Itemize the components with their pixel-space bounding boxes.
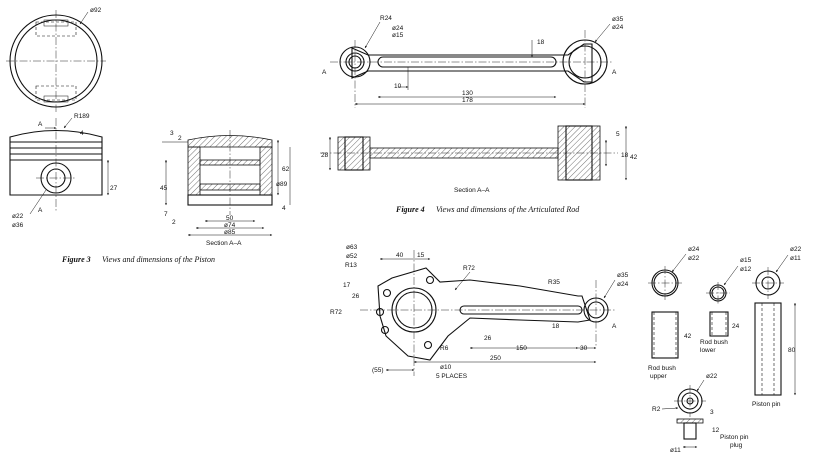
dim-178: 178 xyxy=(462,97,473,104)
dim-d92: ø92 xyxy=(90,7,102,14)
pin-d11: ø11 xyxy=(790,255,801,262)
plug-3: 3 xyxy=(710,409,714,416)
pin-80: 80 xyxy=(788,347,796,354)
bush-lower-d15: ø15 xyxy=(740,257,752,264)
bush-lower-label-2: lower xyxy=(700,347,716,354)
section-letter-a-right: A xyxy=(612,69,617,76)
dim-130: 130 xyxy=(462,90,473,97)
figure4-section-label: Section A–A xyxy=(454,187,490,194)
figure4-caption-text: Views and dimensions of the Articulated … xyxy=(436,205,580,214)
section-letter-a-left: A xyxy=(322,69,327,76)
section-letter-a-bottom: A xyxy=(38,207,43,214)
figure3-caption: Figure 3 Views and dimensions of the Pis… xyxy=(61,255,215,264)
dim-r72b: R72 xyxy=(330,309,342,316)
figure4-caption: Figure 4 Views and dimensions of the Art… xyxy=(395,205,580,214)
dim-r35: R35 xyxy=(548,279,560,286)
dim-d15: ø15 xyxy=(392,32,404,39)
dim-40: 40 xyxy=(396,252,404,259)
rod-bush-lower: ø15 ø12 24 Rod bush lower xyxy=(700,257,752,354)
dim-2b: 2 xyxy=(172,219,176,226)
bush-lower-24: 24 xyxy=(732,323,740,330)
bush-upper-label-2: upper xyxy=(650,373,667,380)
dim-r24: R24 xyxy=(380,15,392,22)
dim-4: 4 xyxy=(80,130,84,137)
rod-bush-upper: ø24 ø22 42 Rod bush upper xyxy=(648,246,700,380)
dim-3: 3 xyxy=(170,130,174,137)
dim-26: 26 xyxy=(352,293,360,300)
figure4-caption-label: Figure 4 xyxy=(395,205,425,214)
dim-45: 45 xyxy=(160,185,168,192)
dim-d89: ø89 xyxy=(276,181,288,188)
section-letter-a: A xyxy=(38,121,43,128)
dim-d63: ø63 xyxy=(346,244,358,251)
dim-50: 50 xyxy=(226,215,234,222)
dim-27: 27 xyxy=(110,185,118,192)
dim-d24c: ø24 xyxy=(617,281,629,288)
dim-d35: ø35 xyxy=(612,16,624,23)
dim-d10: ø10 xyxy=(440,364,452,371)
dim-18b: 18 xyxy=(621,152,629,159)
piston-pin: ø22 ø11 80 Piston pin xyxy=(752,246,802,408)
plug-d11: ø11 xyxy=(670,447,681,454)
bush-lower-label-1: Rod bush xyxy=(700,339,728,346)
dim-250: 250 xyxy=(490,355,501,362)
figure3-caption-label: Figure 3 xyxy=(61,255,91,264)
dim-30: 30 xyxy=(580,345,588,352)
plug-r2: R2 xyxy=(652,406,661,413)
articulated-rod-top-view: R24 ø24 ø15 ø35 ø24 18 10 130 178 A A xyxy=(322,15,624,108)
plug-label-2: plug xyxy=(730,442,743,449)
dim-r72: R72 xyxy=(463,265,475,272)
bush-upper-42: 42 xyxy=(684,333,692,340)
dim-r189: R189 xyxy=(74,113,90,120)
dim-15: 15 xyxy=(417,252,425,259)
dim-17: 17 xyxy=(343,282,351,289)
dim-150: 150 xyxy=(516,345,527,352)
bush-upper-label-1: Rod bush xyxy=(648,365,676,372)
bush-lower-d12: ø12 xyxy=(740,266,752,273)
master-section-letter-a: A xyxy=(612,323,617,330)
plug-12: 12 xyxy=(712,427,720,434)
dim-62: 62 xyxy=(282,166,290,173)
figure3-caption-text: Views and dimensions of the Piston xyxy=(102,255,215,264)
dim-d22: ø22 xyxy=(12,213,24,220)
dim-d74: ø74 xyxy=(224,222,236,229)
dim-2: 2 xyxy=(178,135,182,142)
dim-d35b: ø35 xyxy=(617,272,629,279)
dim-55: (55) xyxy=(372,367,384,374)
plug-label-1: Piston pin xyxy=(720,434,749,441)
dim-42: 42 xyxy=(630,154,638,161)
piston-section-view: 3 2 45 7 2 62 ø89 4 50 ø74 ø85 Section A… xyxy=(160,130,291,247)
dim-d24b: ø24 xyxy=(612,24,624,31)
bush-upper-d24: ø24 xyxy=(688,246,700,253)
dim-7: 7 xyxy=(164,211,168,218)
dim-4b: 4 xyxy=(282,205,286,212)
plug-d22: ø22 xyxy=(706,373,718,380)
dim-r6: R6 xyxy=(440,345,449,352)
dim-18c: 18 xyxy=(552,323,560,330)
dim-r13: R13 xyxy=(345,262,357,269)
bush-upper-d22: ø22 xyxy=(688,255,700,262)
dim-10: 10 xyxy=(394,83,402,90)
dim-d52: ø52 xyxy=(346,253,358,260)
pin-d22: ø22 xyxy=(790,246,802,253)
dim-d85: ø85 xyxy=(224,229,236,236)
piston-top-view: ø92 xyxy=(6,7,106,112)
piston-pin-plug: ø22 R2 3 12 Piston pin plug ø11 xyxy=(652,373,749,454)
piston-front-view: A R189 4 27 ø22 ø36 A xyxy=(9,113,118,229)
dim-d36: ø36 xyxy=(12,222,24,229)
articulated-rod-section-view: 28 5 18 42 Section A–A xyxy=(320,125,638,194)
dim-5: 5 xyxy=(616,131,620,138)
master-rod-view: ø63 ø52 R13 40 15 R72 17 26 R72 R35 ø35 … xyxy=(330,244,629,380)
figure3-section-label: Section A–A xyxy=(206,240,242,247)
dim-26b: 26 xyxy=(484,335,492,342)
dim-18: 18 xyxy=(537,39,545,46)
dim-5-places: 5 PLACES xyxy=(436,373,468,380)
dim-d24: ø24 xyxy=(392,25,404,32)
dim-28: 28 xyxy=(321,152,329,159)
pin-label: Piston pin xyxy=(752,401,781,408)
